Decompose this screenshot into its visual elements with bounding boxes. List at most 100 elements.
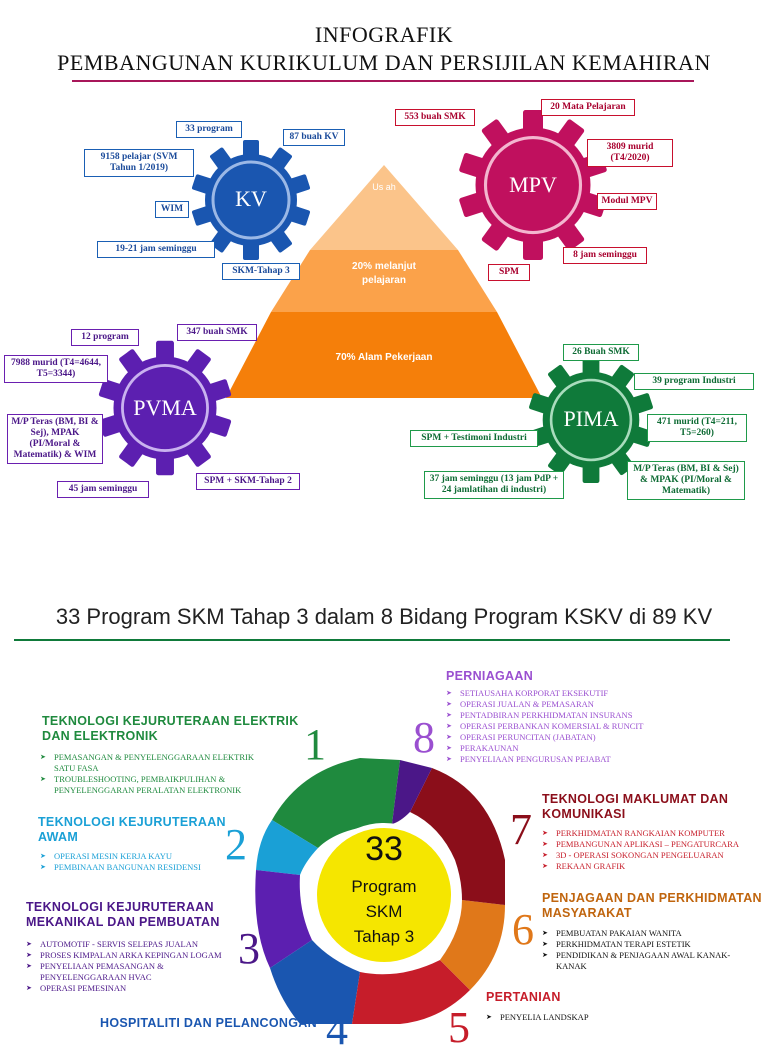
field-8-item: OPERASI JUALAN & PEMASARAN [446, 699, 676, 710]
pima-hours-label: 37 jam seminggu (13 jam PdP + 24 jamlati… [424, 471, 564, 499]
center-line1: Program [351, 877, 417, 896]
infographic-subtitle: PEMBANGUNAN KURIKULUM DAN PERSIJILAN KEM… [57, 50, 711, 75]
field-3-item: PROSES KIMPALAN ARKA KEPINGAN LOGAM [26, 950, 236, 961]
field-8-item: SETIAUSAHA KORPORAT EKSEKUTIF [446, 688, 676, 699]
segment-8 [392, 760, 432, 824]
pvma-core-label: M/P Teras (BM, BI & Sej), MPAK (PI/Moral… [7, 414, 103, 464]
pyramid-top [310, 165, 458, 250]
segment-6 [440, 900, 505, 990]
field-8-number: 8 [413, 713, 435, 762]
center-line2: SKM [365, 902, 403, 921]
field-8-list: SETIAUSAHA KORPORAT EKSEKUTIF OPERASI JU… [446, 688, 676, 765]
field-8-title: PERNIAGAAN [446, 669, 534, 683]
field-1-list: PEMASANGAN & PENYELENGGARAAN ELEKTRIK SA… [40, 752, 270, 796]
mpv-subjects-label: 20 Mata Pelajaran [541, 99, 635, 116]
field-2-title: TEKNOLOGI KEJURUTERAAN AWAM [38, 815, 226, 844]
field-8-item: OPERASI PERUNCITAN (JABATAN) [446, 732, 676, 743]
field-3-item: OPERASI PEMESINAN [26, 983, 236, 994]
kv-colleges-label: 87 buah KV [283, 129, 345, 146]
field-1-item: PEMASANGAN & PENYELENGGARAAN ELEKTRIK SA… [40, 752, 270, 774]
pima-core-label: M/P Teras (BM, BI & Sej) & MPAK (PI/Mora… [627, 461, 745, 500]
field-6-item: PENDIDIKAN & PENJAGAAN AWAL KANAK-KANAK [542, 950, 742, 972]
field-1-item: TROUBLESHOOTING, PEMBAIKPULIHAN & PENYEL… [40, 774, 270, 796]
pvma-cert-label: SPM + SKM-Tahap 2 [196, 473, 300, 490]
field-2-number: 2 [225, 820, 247, 869]
kv-wim-label: WIM [155, 201, 189, 218]
kv-gear-icon [191, 140, 311, 260]
field-3-list: AUTOMOTIF - SERVIS SELEPAS JUALAN PROSES… [26, 939, 236, 994]
field-1-number: 1 [304, 720, 326, 769]
pyramid-middle-label: 20% melanjut pelajaran [352, 261, 416, 286]
infographic-title: INFOGRAFIK [314, 22, 454, 47]
pyramid-bottom-label: 70% Alam Pekerjaan [335, 352, 433, 363]
field-8-item: PENTADBIRAN PERKHIDMATAN INSURANS [446, 710, 676, 721]
field-3-title: TEKNOLOGI KEJURUTERAAN MEKANIKAL DAN PEM… [26, 900, 220, 929]
field-7-item: REKAAN GRAFIK [542, 861, 762, 872]
pima-schools-label: 26 Buah SMK [563, 344, 639, 361]
pvma-name: PVMA [133, 395, 197, 420]
field-7-list: PERKHIDMATAN RANGKAIAN KOMPUTER PEMBANGU… [542, 828, 762, 872]
field-2-list: OPERASI MESIN KERJA KAYU PEMBINAAN BANGU… [40, 851, 230, 873]
field-7-item: PERKHIDMATAN RANGKAIAN KOMPUTER [542, 828, 762, 839]
kv-programs-label: 33 program [176, 121, 242, 138]
center-number: 33 [365, 830, 403, 868]
field-7-number: 7 [510, 805, 532, 854]
field-3-item: AUTOMOTIF - SERVIS SELEPAS JUALAN [26, 939, 236, 950]
pima-gear-icon [528, 357, 654, 483]
title-divider [72, 80, 694, 82]
field-5-number: 5 [448, 1003, 470, 1052]
field-8-item: OPERASI PERBANKAN KOMERSIAL & RUNCIT [446, 721, 676, 732]
segment-3 [255, 870, 312, 968]
pima-cert-label: SPM + Testimoni Industri [410, 430, 538, 447]
pima-name: PIMA [563, 406, 619, 431]
field-6-item: PERKHIDMATAN TERAPI ESTETIK [542, 939, 742, 950]
kv-students-label: 9158 pelajar (SVM Tahun 1/2019) [84, 149, 194, 177]
mpv-gear-icon [458, 110, 608, 260]
segment-4 [270, 940, 360, 1024]
kv-cert-label: SKM-Tahap 3 [222, 263, 300, 280]
mpv-module-label: Modul MPV [597, 193, 657, 210]
pyramid-bottom [226, 312, 542, 398]
pyramid-middle [271, 250, 497, 312]
field-5-title: PERTANIAN [486, 990, 561, 1004]
pima-students-label: 471 murid (T4=211, T5=260) [647, 414, 747, 442]
mpv-hours-label: 8 jam seminggu [563, 247, 647, 264]
field-7-item: 3D - OPERASI SOKONGAN PENGELUARAN [542, 850, 762, 861]
section2-divider [14, 639, 730, 641]
field-6-list: PEMBUATAN PAKAIAN WANITA PERKHIDMATAN TE… [542, 928, 742, 972]
segment-7 [410, 768, 505, 905]
program-wheel [255, 758, 505, 1024]
field-5-list: PENYELIA LANDSKAP [486, 1012, 646, 1023]
center-circle [317, 828, 451, 962]
field-7-item: PEMBANGUNAN APLIKASI – PENGATURCARA [542, 839, 762, 850]
infographic-diagram [98, 110, 654, 483]
pima-programs-label: 39 program Industri [634, 373, 754, 390]
segment-2 [256, 820, 318, 875]
field-1-title: TEKNOLOGI KEJURUTERAAN ELEKTRIK DAN ELEK… [42, 714, 299, 743]
section2-title: 33 Program SKM Tahap 3 dalam 8 Bidang Pr… [55, 604, 713, 629]
mpv-cert-label: SPM [488, 264, 530, 281]
field-8-item: PENYELIAAN PENGURUSAN PEJABAT [446, 754, 676, 765]
field-6-item: PEMBUATAN PAKAIAN WANITA [542, 928, 742, 939]
kv-hours-label: 19-21 jam seminggu [97, 241, 215, 258]
pvma-hours-label: 45 jam seminggu [57, 481, 149, 498]
segment-5 [352, 960, 470, 1024]
mpv-name: MPV [509, 172, 557, 197]
pvma-students-label: 7988 murid (T4=4644, T5=3344) [4, 355, 108, 383]
pvma-programs-label: 12 program [71, 329, 139, 346]
field-6-number: 6 [512, 905, 534, 954]
pyramid-top-label: Us ah [372, 182, 396, 192]
field-7-title: TEKNOLOGI MAKLUMAT DAN KOMUNIKASI [542, 792, 729, 821]
field-3-item: PENYELIAAN PEMASANGAN & PENYELENGGARAAN … [26, 961, 236, 983]
field-8-item: PERAKAUNAN [446, 743, 676, 754]
field-2-item: PEMBINAAN BANGUNAN RESIDENSI [40, 862, 230, 873]
pvma-schools-label: 347 buah SMK [177, 324, 257, 341]
field-3-number: 3 [238, 924, 260, 973]
field-5-item: PENYELIA LANDSKAP [486, 1012, 646, 1023]
field-2-item: OPERASI MESIN KERJA KAYU [40, 851, 230, 862]
kv-name: KV [235, 186, 267, 211]
center-line3: Tahap 3 [353, 927, 415, 946]
mpv-students-label: 3809 murid (T4/2020) [587, 139, 673, 167]
pvma-gear-icon [98, 340, 232, 476]
field-6-title: PENJAGAAN DAN PERKHIDMATAN MASYARAKAT [542, 891, 762, 920]
